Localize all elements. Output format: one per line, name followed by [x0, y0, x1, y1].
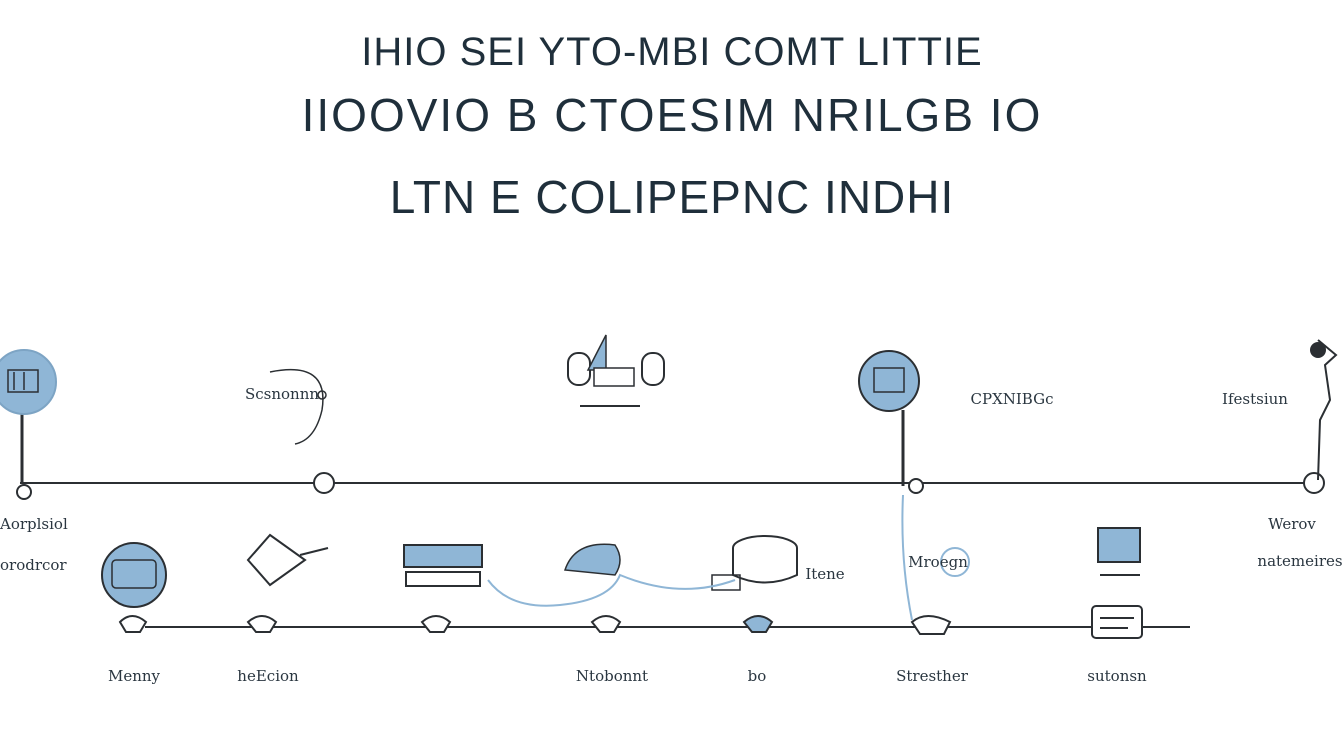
headphone-right-icon	[641, 352, 665, 386]
lower-marker	[742, 615, 774, 633]
top-label: Scsnonnn	[244, 385, 320, 403]
side-label: orodrcor	[0, 556, 67, 574]
lower-marker	[246, 615, 278, 633]
globe-pin-icon	[101, 542, 167, 608]
server-rack-icon	[403, 544, 483, 568]
timeline-node	[313, 472, 335, 494]
title-line-3: LTN E COLIPEPNC INDHI	[389, 171, 955, 223]
bottom-label: Stresther	[896, 667, 968, 685]
bottom-label: heEcion	[237, 667, 299, 685]
building-pin-icon	[0, 349, 57, 415]
title-line-1: IHIO SEI YTO-MBI COMT LITTIE	[361, 30, 983, 74]
headphone-left-icon	[567, 352, 591, 386]
sailboat-icon	[586, 334, 607, 371]
connector-curve	[487, 573, 736, 607]
cycle-arrow-dot	[317, 390, 327, 400]
document-pin-icon	[858, 350, 920, 412]
bottom-label: Ntobonnt	[575, 667, 649, 685]
bottom-label: bo	[747, 667, 767, 685]
title-line-2: IIOOVIO B CTOESIM NRILGB IO	[301, 89, 1043, 141]
timeline-node	[908, 478, 924, 494]
database-body	[732, 548, 798, 584]
side-label: natemeires	[1257, 552, 1343, 570]
lower-marker	[420, 615, 452, 633]
circuit-icon	[246, 533, 307, 587]
person-icon	[1317, 339, 1338, 481]
building-icon	[7, 369, 39, 393]
pin-hand-icon	[711, 574, 741, 591]
mid-label: Itene	[805, 565, 845, 583]
top-label: CPXNIBGc	[970, 390, 1054, 408]
mid-label: Mroegn	[908, 553, 968, 571]
cloud-icon	[563, 543, 621, 576]
top-label: Ifestsiun	[1222, 390, 1288, 408]
person-head-icon	[1310, 342, 1326, 358]
connector-curve-right	[901, 494, 913, 621]
globe-icon	[111, 559, 157, 589]
cycle-arrow-icon	[269, 368, 324, 445]
refresh-icon	[940, 547, 970, 577]
bottom-label: sutonsn	[1087, 667, 1147, 685]
circuit-icon-arrow	[299, 547, 329, 556]
tablet-icon	[593, 367, 635, 387]
server-rack-lower	[405, 571, 481, 587]
lower-marker	[910, 615, 952, 635]
chat-icon	[1091, 605, 1143, 639]
document-icon	[873, 367, 905, 393]
side-label: Werov	[1268, 515, 1316, 533]
bottom-label: Menny	[107, 667, 161, 685]
side-label: Aorplsiol	[0, 515, 68, 533]
timeline-node	[1303, 472, 1325, 494]
lower-marker	[590, 615, 622, 633]
timeline-node	[16, 484, 32, 500]
lower-marker	[118, 615, 148, 633]
monitor-icon	[1097, 527, 1141, 563]
